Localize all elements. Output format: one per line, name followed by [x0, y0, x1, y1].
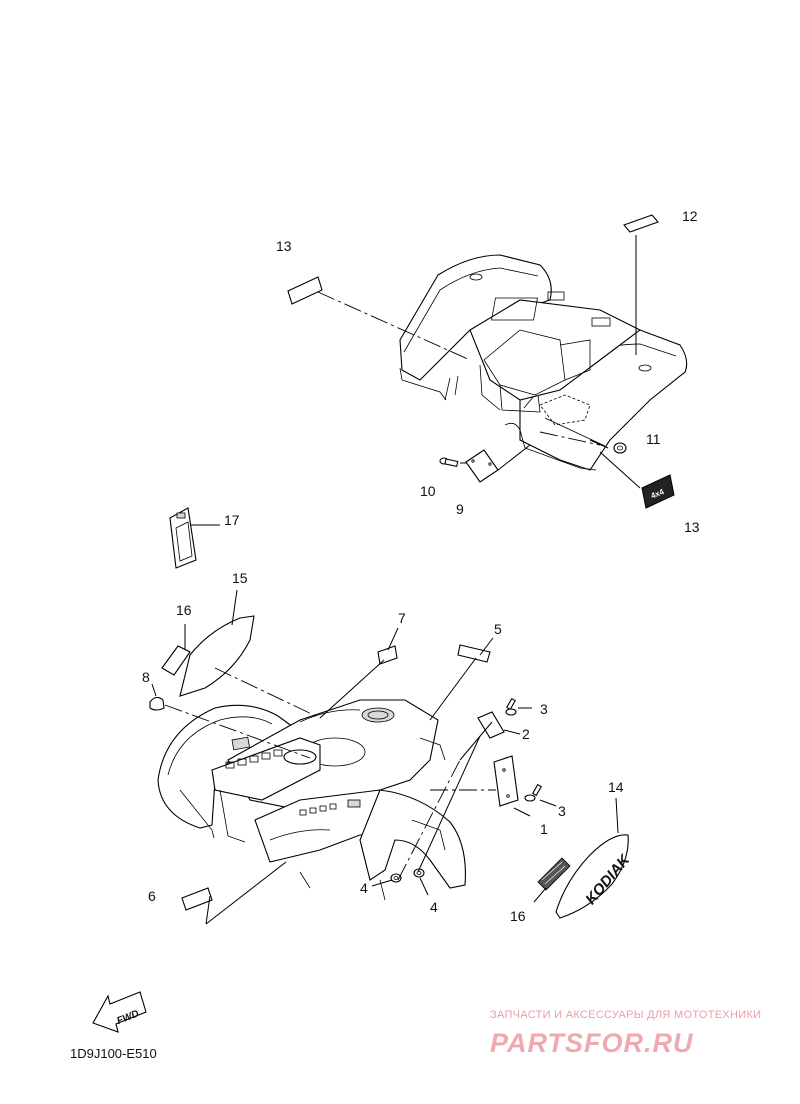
watermark-brand: PARTSFOR.RU: [490, 1028, 694, 1058]
plate-9: [465, 449, 499, 483]
callout-9: 9: [456, 501, 464, 517]
callout-6: 6: [148, 888, 156, 904]
cap-8: [149, 696, 165, 711]
callout-1: 1: [540, 821, 548, 837]
callout-11: 11: [646, 431, 661, 447]
callout-2: 2: [522, 726, 530, 742]
decal-16-lower: [537, 857, 571, 891]
decal-6: [181, 887, 213, 911]
fwd-arrow-icon: FWD: [92, 991, 147, 1033]
decal-5: [457, 644, 491, 663]
decal-7: [377, 645, 398, 665]
drawing-code: 1D9J100-E510: [70, 1046, 157, 1061]
callout-13-lower: 13: [684, 519, 700, 535]
callout-7: 7: [398, 610, 406, 626]
callout-5: 5: [494, 621, 502, 637]
callout-16-upper: 16: [176, 602, 192, 618]
panel-1: [493, 755, 519, 807]
decal-13-4x4: 4x4: [641, 474, 675, 509]
rivet-3-upper: [505, 697, 517, 716]
decal-15: [179, 615, 255, 697]
decal-13-upper: [287, 276, 323, 305]
decal-12: [623, 214, 659, 233]
rivet-3-lower: [524, 783, 542, 802]
callout-14: 14: [608, 779, 624, 795]
callout-10: 10: [420, 483, 436, 499]
decal-16-upper: [161, 645, 191, 676]
callout-17: 17: [224, 512, 240, 528]
callout-15: 15: [232, 570, 248, 586]
decal-17: [169, 507, 197, 569]
grommet-11: [613, 442, 627, 454]
callout-3-lower: 3: [558, 803, 566, 819]
callout-12: 12: [682, 208, 698, 224]
rear-fender: [399, 254, 688, 471]
callout-4-left: 4: [360, 880, 368, 896]
screw-10: [439, 457, 459, 468]
callout-4-right: 4: [430, 899, 438, 915]
callout-8: 8: [142, 669, 150, 685]
callout-16-lower: 16: [510, 908, 526, 924]
decal-14-kodiak: KODIAK: [555, 834, 634, 919]
front-fender: [157, 699, 466, 901]
bracket-2: [477, 711, 505, 739]
callout-3-upper: 3: [540, 701, 548, 717]
callout-13-upper: 13: [276, 238, 292, 254]
watermark-tagline: ЗАПЧАСТИ И АКСЕССУАРЫ ДЛЯ МОТОТЕХНИКИ: [490, 1009, 761, 1021]
